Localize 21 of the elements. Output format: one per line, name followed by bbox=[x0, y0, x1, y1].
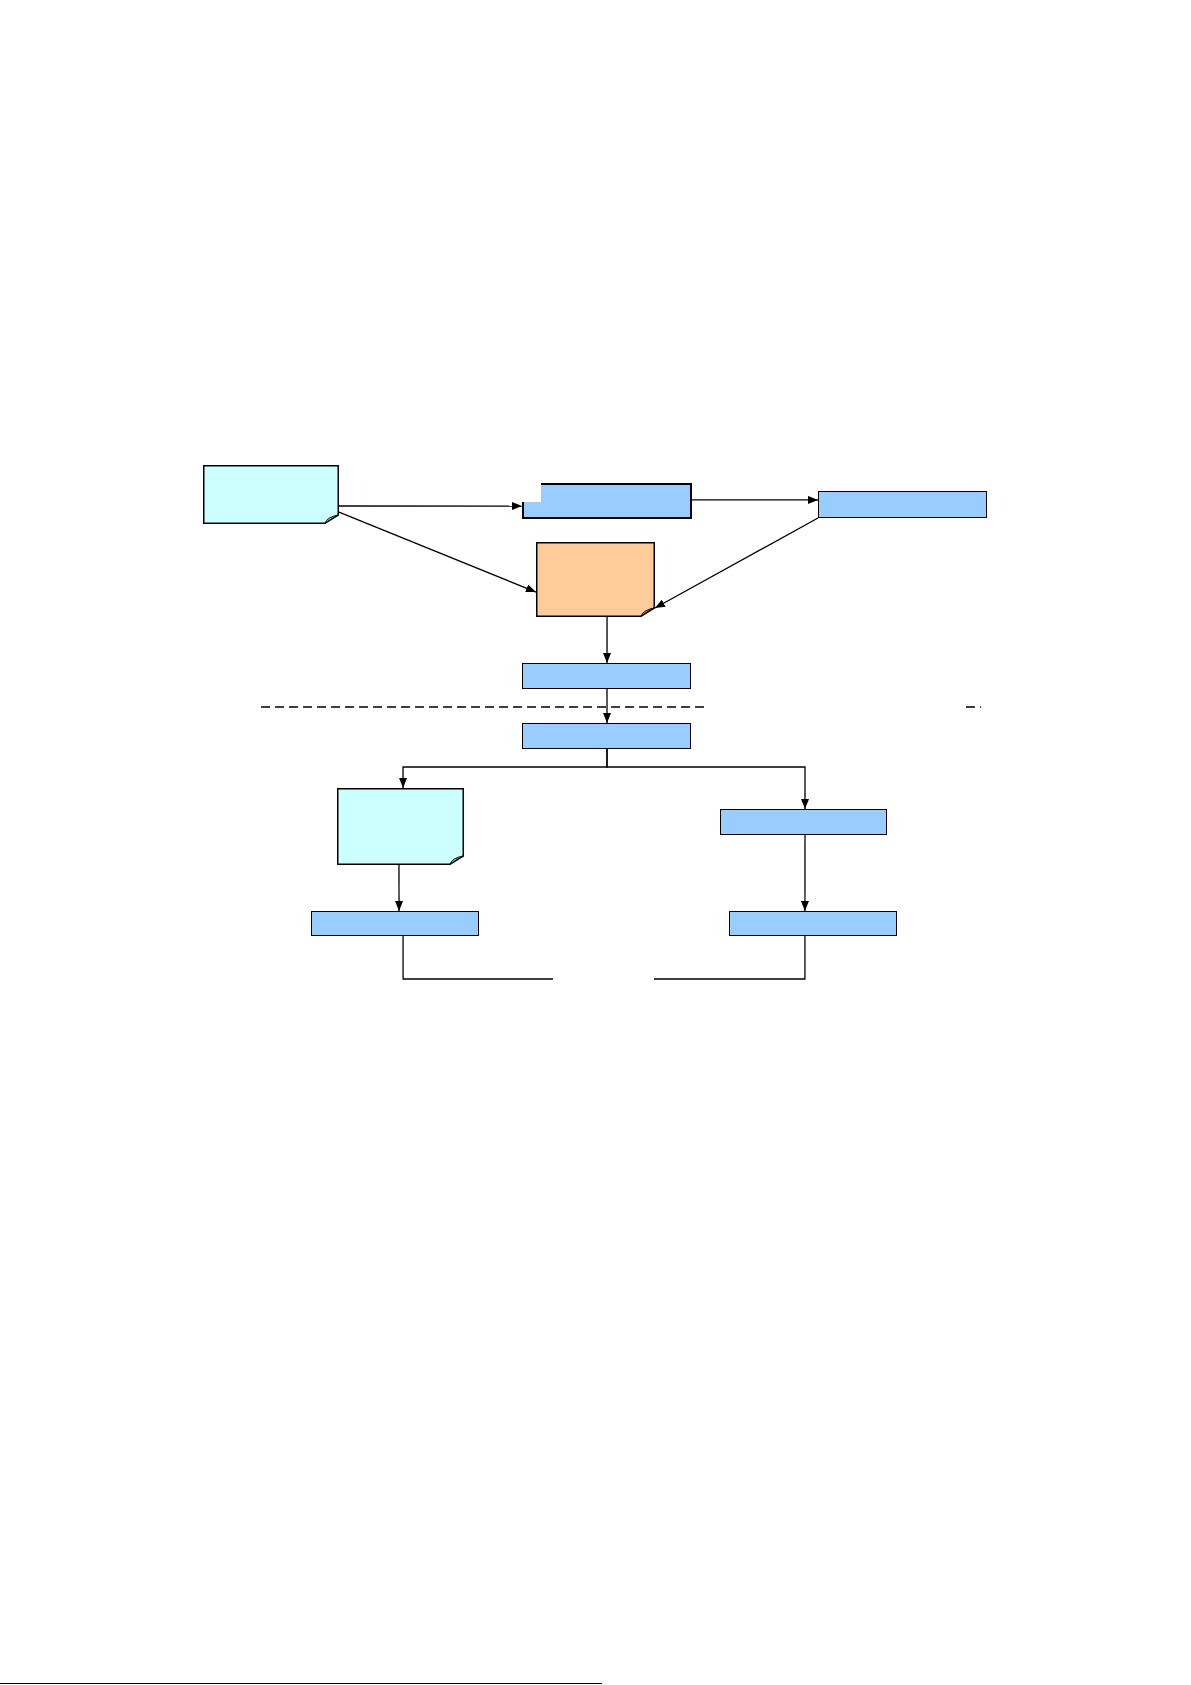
arrow bbox=[691, 495, 819, 504]
process-box bbox=[522, 663, 691, 689]
document-shape bbox=[337, 788, 464, 865]
arrow bbox=[338, 502, 523, 511]
process-box bbox=[729, 911, 897, 936]
arrow bbox=[603, 616, 611, 664]
process-box bbox=[522, 483, 692, 519]
arrow bbox=[606, 748, 809, 810]
arrow bbox=[654, 517, 819, 609]
arrow bbox=[800, 834, 809, 912]
arrow bbox=[338, 511, 537, 593]
process-box bbox=[522, 723, 691, 749]
arrow bbox=[603, 688, 611, 724]
document-shape bbox=[203, 465, 339, 524]
arrow bbox=[395, 864, 403, 912]
process-box bbox=[818, 491, 987, 518]
connector-line bbox=[653, 935, 806, 980]
document-shape bbox=[536, 542, 655, 617]
process-box bbox=[311, 911, 479, 936]
process-box bbox=[720, 809, 887, 835]
connector-line bbox=[402, 935, 554, 980]
